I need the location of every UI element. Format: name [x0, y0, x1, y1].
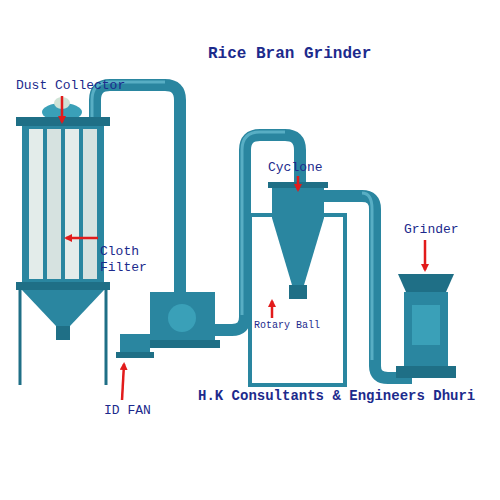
pipe-highlight [92, 82, 372, 360]
pointer-arrows [62, 96, 425, 400]
part-label: ID FAN [104, 403, 184, 419]
part-label: Grinder [404, 222, 484, 238]
id-fan-drawing [116, 292, 220, 358]
part-label: Rotary Ball [254, 320, 334, 333]
part-label: Cyclone [268, 160, 348, 176]
part-label: H.K Consultants & Engineers Dhuri [198, 388, 498, 406]
dust-collector-drawing [16, 97, 110, 385]
cyclone-drawing [250, 182, 345, 385]
diagram-title: Rice Bran Grinder [208, 44, 408, 64]
grinder-drawing [396, 274, 456, 378]
duct-pipes [95, 85, 412, 378]
part-label: Cloth Filter [100, 244, 152, 277]
part-label: Dust Collector [16, 78, 146, 94]
